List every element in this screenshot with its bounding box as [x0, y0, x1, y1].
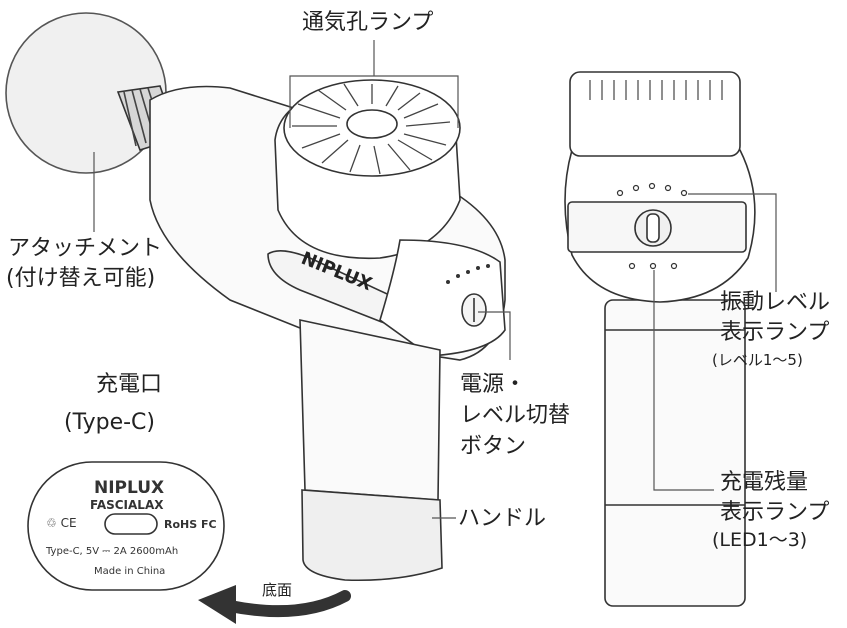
vibration-lamp-label-line2: 表示ランプ [720, 320, 830, 345]
side-level-dots [446, 264, 490, 284]
vibration-lamp-label-line3: (レベル1～5) [712, 351, 803, 369]
massage-gun-side-view [5, 12, 506, 582]
leader-lines [93, 40, 777, 519]
front-vent-cylinder [569, 71, 741, 157]
bottom-label: 底面 [262, 581, 293, 599]
battery-lamp-label-line3: (LED1～3) [712, 529, 808, 551]
handle-label: ハンドル [458, 506, 547, 531]
power-button-label-line2: レベル切替 [460, 403, 571, 428]
base-brand: NIPLUX [94, 478, 165, 498]
power-button-label-line3: ボタン [460, 434, 527, 459]
battery-lamp-label-line2: 表示ランプ [720, 500, 830, 525]
front-handle [604, 299, 746, 607]
base-origin: Made in China [94, 566, 166, 577]
vibration-level-dots [616, 182, 688, 197]
battery-lamp-label-line1: 充電残量 [720, 470, 809, 495]
charge-port-label-line1: 充電口 [96, 372, 163, 397]
vent-slots [292, 83, 451, 175]
vibration-lamp-label-line1: 振動レベル [720, 290, 831, 315]
base-cert-right: RoHS FC [164, 518, 217, 531]
massage-gun-front-view [564, 71, 756, 607]
base-usb-port [104, 513, 158, 535]
power-button-label-line1: 電源・ [460, 372, 527, 397]
vent-lamp-label: 通気孔ランプ [302, 10, 434, 35]
attachment-label-line2: (付け替え可能) [6, 266, 156, 291]
battery-level-dots [628, 262, 678, 270]
base-cert-left: ♲ CE [46, 516, 77, 530]
charge-port-label-line2: (Type-C) [64, 410, 155, 435]
handle-lower [301, 489, 443, 582]
lower-housing [379, 239, 506, 357]
attachment-label-line1: アタッチメント [8, 236, 163, 261]
base-model: FASCIALAX [90, 498, 164, 512]
handle-upper [299, 319, 441, 501]
front-vent-slots [589, 80, 723, 100]
base-spec: Type-C, 5V ⎓ 2A 2600mAh [46, 546, 179, 557]
bottom-view-arrow [224, 590, 351, 618]
